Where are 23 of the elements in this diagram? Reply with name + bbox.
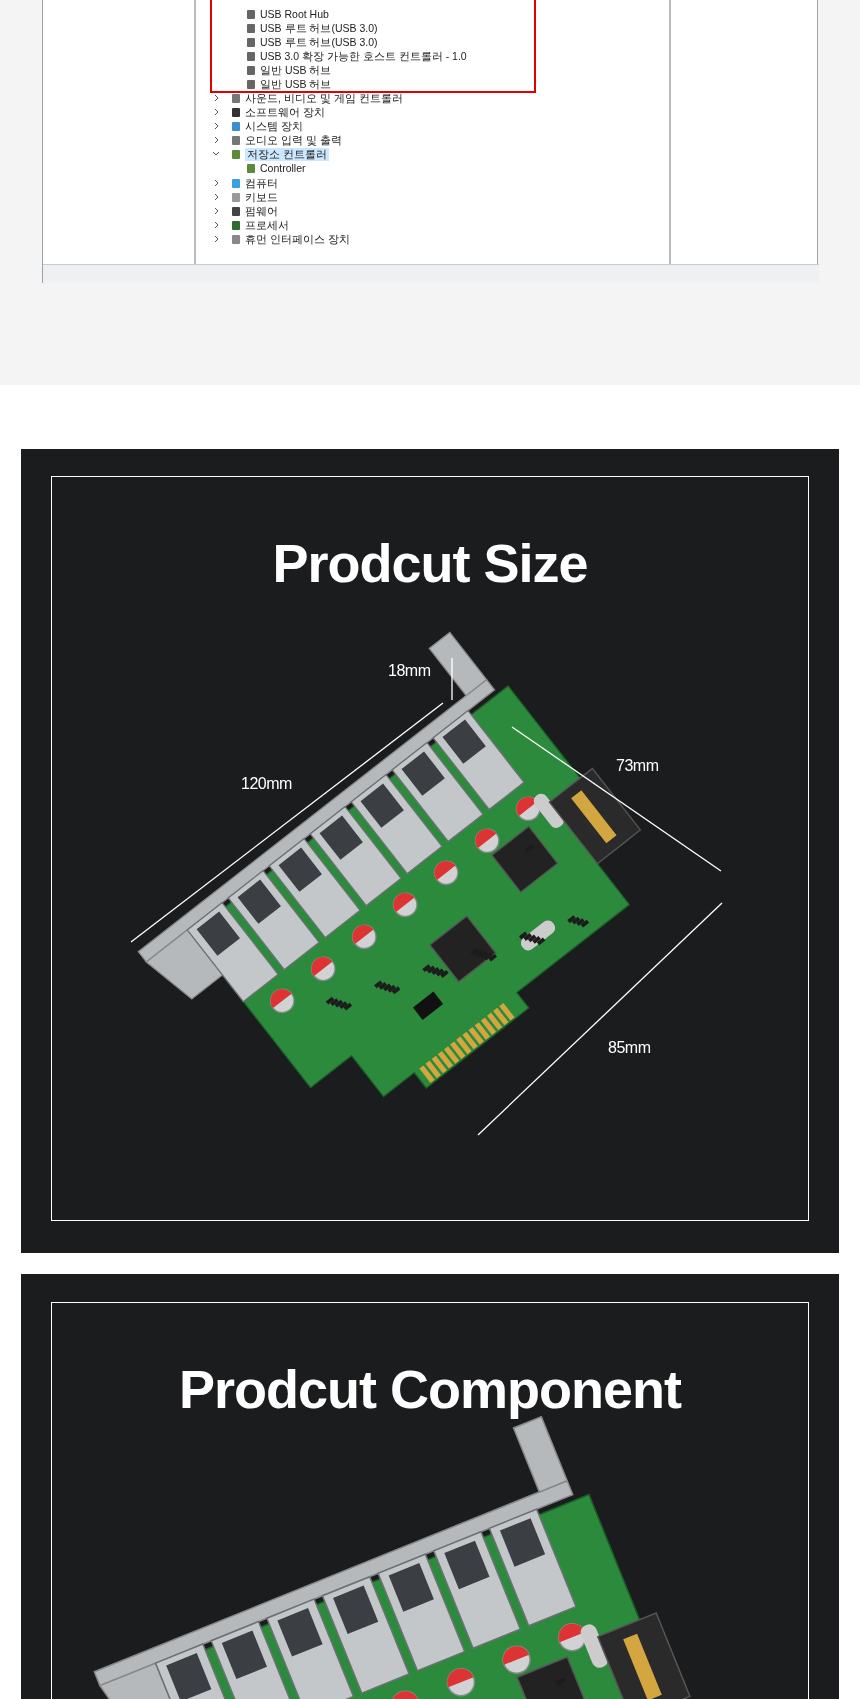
heading: Prodcut Size (271, 532, 589, 594)
tree-item: 휴먼 인터페이스 장치 (245, 233, 350, 246)
tree-item: 일반 USB 허브 (260, 64, 332, 77)
dimension-label: 120mm (241, 775, 292, 793)
selected-tree-item: 저장소 컨트롤러 (245, 148, 329, 161)
dimension-label: 73mm (616, 757, 659, 775)
tree-item: USB 3.0 확장 가능한 호스트 컨트롤러 - 1.0 (260, 50, 467, 63)
tree-item: 프로세서 (245, 219, 289, 232)
tree-item: 컴퓨터 (245, 177, 278, 190)
dimension-label: 85mm (608, 1039, 651, 1057)
tree-item: 펌웨어 (245, 205, 278, 218)
tree-item: 사운드, 비디오 및 게임 컨트롤러 (245, 92, 403, 105)
tree-item: 키보드 (245, 191, 278, 204)
tree-item: 시스템 장치 (245, 120, 303, 133)
tree-item: Controller (260, 162, 306, 175)
tree-item: 소프트웨어 장치 (245, 106, 325, 119)
dimension-label: 18mm (388, 662, 431, 680)
tree-item: 일반 USB 허브 (260, 78, 332, 91)
tree-item: USB Root Hub (260, 8, 329, 21)
heading: Prodcut Component (178, 1358, 683, 1420)
tree-item: USB 루트 허브(USB 3.0) (260, 36, 378, 49)
tree-item: 오디오 입력 및 출력 (245, 134, 342, 147)
tree-item: USB 루트 허브(USB 3.0) (260, 22, 378, 35)
